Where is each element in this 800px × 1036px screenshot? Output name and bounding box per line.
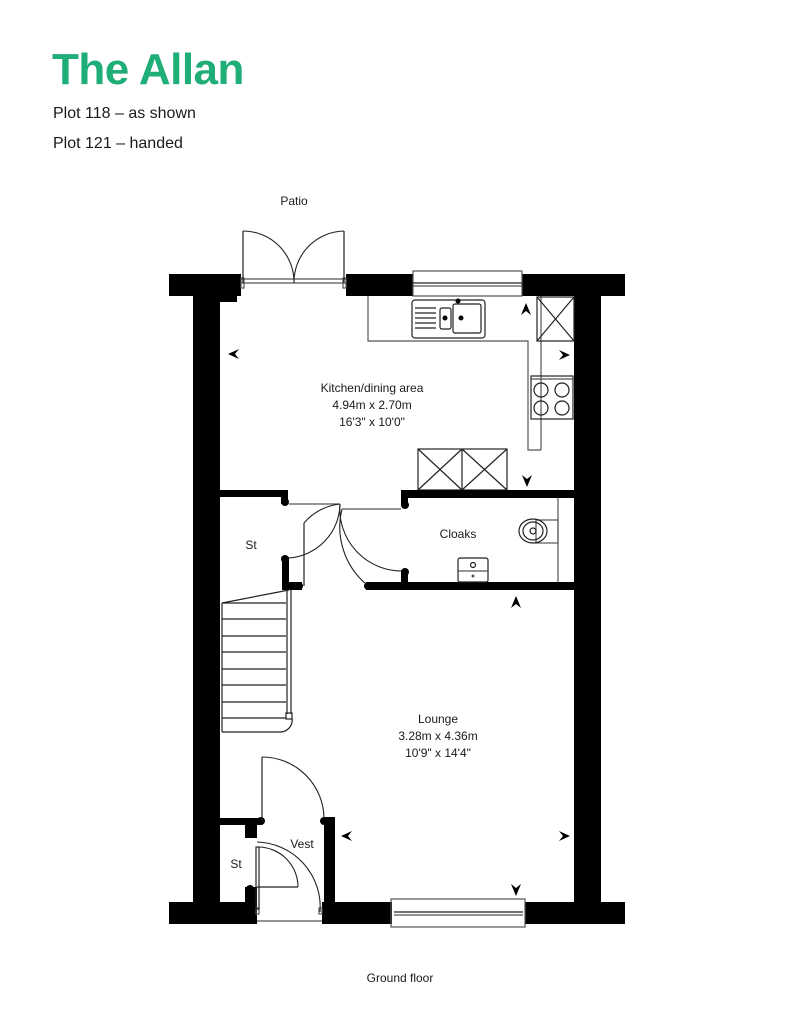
lounge-window <box>390 898 526 928</box>
hob-icon <box>530 375 574 420</box>
kitchen-worktop <box>367 296 575 451</box>
store-cupboard-door[interactable] <box>255 846 299 910</box>
st-door[interactable] <box>288 503 341 586</box>
arrow-markers <box>228 303 570 896</box>
vestibule-room-name: Vest <box>290 837 314 851</box>
cloaks-room-name: Cloaks <box>440 527 477 541</box>
kitchen-room-imperial: 16'3" x 10'0" <box>339 415 405 429</box>
basin-icon <box>457 557 489 583</box>
staircase[interactable] <box>221 589 293 733</box>
exterior-walls <box>169 274 625 924</box>
plot-118-note: Plot 118 – as shown <box>53 105 196 122</box>
sink-icon <box>411 298 486 339</box>
plot-121-note: Plot 121 – handed <box>53 135 183 152</box>
wc-icon <box>518 498 559 582</box>
kitchen-room-name: Kitchen/dining area <box>321 381 424 395</box>
vestibule-walls <box>220 817 335 904</box>
page-title: The Allan <box>52 45 244 94</box>
lounge-room-metric: 3.28m x 4.36m <box>398 729 477 743</box>
patio-french-doors[interactable] <box>240 230 347 289</box>
kitchen-room-metric: 4.94m x 2.70m <box>332 398 411 412</box>
floor-label: Ground floor <box>367 971 434 985</box>
front-door[interactable] <box>255 841 323 922</box>
lounge-room-name: Lounge <box>418 712 458 726</box>
lounge-room-imperial: 10'9" x 14'4" <box>405 746 471 760</box>
internal-walls <box>220 490 574 590</box>
store-room-2-name: St <box>230 857 242 871</box>
kitchen-base-units <box>417 448 508 491</box>
store-room-name: St <box>245 538 257 552</box>
cloaks-door[interactable] <box>339 503 404 585</box>
vestibule-door[interactable] <box>261 756 325 821</box>
patio-label: Patio <box>280 194 308 208</box>
kitchen-window <box>412 270 523 297</box>
